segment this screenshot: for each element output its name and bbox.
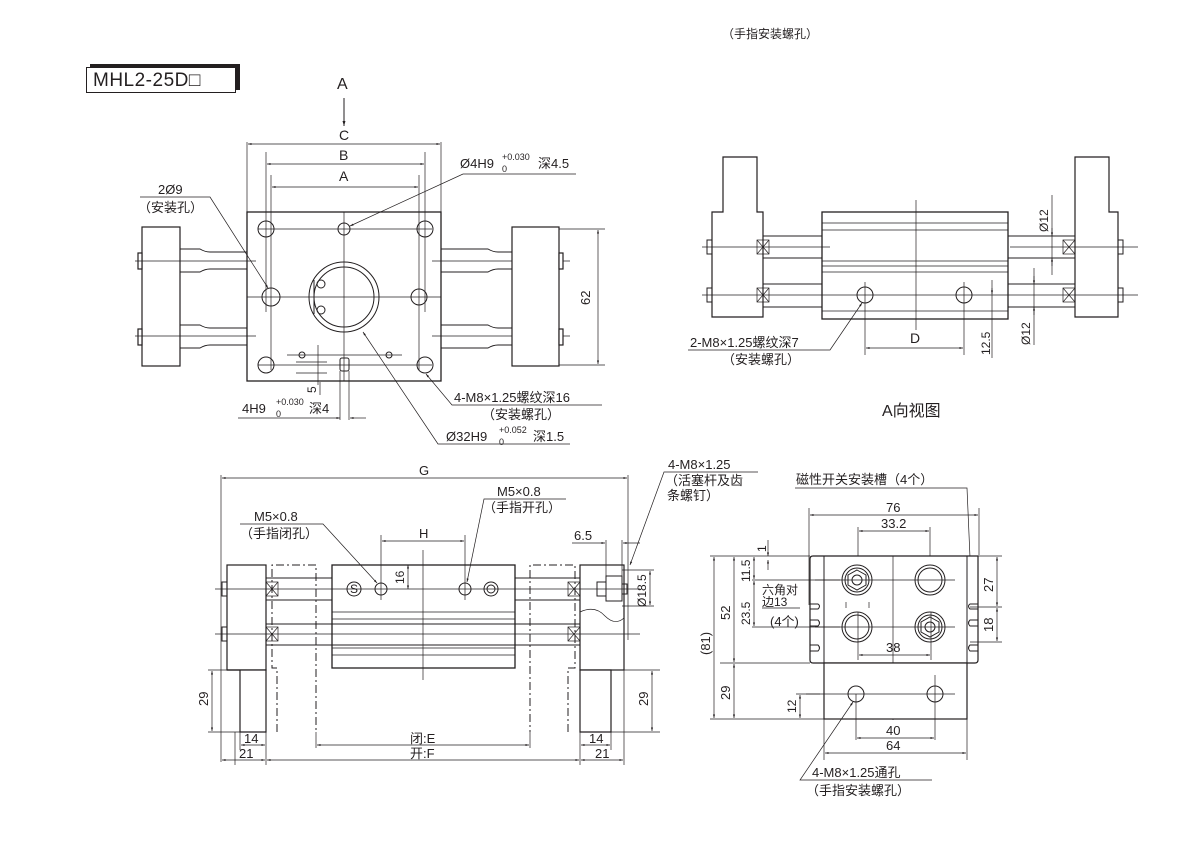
- dim-81: (81): [698, 632, 713, 655]
- dim-14-right: 14: [589, 731, 603, 746]
- port-mark-s: [346, 581, 362, 597]
- callout-phi4-tol-upper: +0.030: [502, 152, 530, 162]
- callout-phi32: Ø32H9: [446, 429, 487, 444]
- callout-open-port-note: （手指开孔）: [483, 500, 561, 515]
- dim-G: G: [419, 463, 429, 478]
- dim-38: 38: [886, 640, 900, 655]
- dim-33-2: 33.2: [881, 516, 906, 531]
- dim-H: H: [419, 526, 428, 541]
- dim-21-left: 21: [239, 746, 253, 761]
- callout-4h9-tol-lower: 0: [276, 409, 281, 419]
- callout-2phi9-note: （安装孔）: [138, 200, 203, 215]
- dim-phi18-5: Ø18.5: [635, 574, 649, 607]
- callout-m8-7-note: （安装螺孔）: [722, 352, 800, 367]
- callout-switch-slot: 磁性开关安装槽（4个）: [796, 472, 933, 487]
- top-view: A C B A: [135, 76, 605, 447]
- callout-phi4-tol-lower: 0: [502, 164, 507, 174]
- dim-62: 62: [578, 291, 593, 305]
- callout-close-port-note: （手指闭孔）: [240, 526, 318, 541]
- port-mark-o: [483, 581, 499, 597]
- view-arrow-label: A: [337, 76, 348, 93]
- callout-phi32-tol-lower: 0: [499, 437, 504, 447]
- callout-m8-16: 4-M8×1.25螺纹深16: [454, 390, 570, 405]
- dim-76: 76: [886, 500, 900, 515]
- dim-52: 52: [718, 606, 733, 620]
- dim-D: D: [910, 330, 920, 346]
- dim-16: 16: [393, 570, 407, 584]
- dim-C: C: [339, 127, 349, 143]
- dim-29: 29: [718, 686, 733, 700]
- callout-rod-note-1: （活塞杆及齿: [665, 473, 743, 488]
- callout-4h9: 4H9: [242, 401, 266, 416]
- callout-rod: 4-M8×1.25: [668, 457, 731, 472]
- side-view: 磁性开关安装槽（4个） 76 33.2: [698, 472, 1002, 798]
- a-view-title: A向视图: [882, 402, 941, 420]
- dim-29-right: 29: [636, 692, 651, 706]
- dim-6-5: 6.5: [574, 528, 592, 543]
- callout-phi32-tol-upper: +0.052: [499, 425, 527, 435]
- callout-phi4: Ø4H9: [460, 156, 494, 171]
- callout-phi32-depth: 深1.5: [533, 429, 564, 444]
- dim-phi12-bottom: Ø12: [1019, 322, 1033, 345]
- callout-4h9-depth: 深4: [309, 401, 329, 416]
- callout-open-port: M5×0.8: [497, 484, 541, 499]
- port-mark-s-label: S: [350, 582, 358, 596]
- dim-B: B: [339, 147, 348, 163]
- dim-closed: 闭:E: [410, 731, 436, 746]
- dim-1: 1: [755, 545, 769, 552]
- dim-A: A: [339, 168, 349, 184]
- dim-40: 40: [886, 723, 900, 738]
- hex-note-2: 边13: [762, 595, 788, 609]
- callout-finger-holes-note: （手指安装螺孔）: [806, 783, 910, 798]
- model-label: MHL2-25D□: [86, 67, 236, 93]
- callout-m8-7: 2-M8×1.25螺纹深7: [690, 335, 799, 350]
- dim-phi12-top: Ø12: [1037, 209, 1051, 232]
- a-view: D 12.5 Ø12 Ø12 2-M8×1.25螺纹深7 （安装螺孔） A向视图: [688, 156, 1138, 420]
- dim-29-left: 29: [196, 692, 211, 706]
- callout-close-port: M5×0.8: [254, 509, 298, 524]
- callout-finger-holes: 4-M8×1.25通孔: [812, 765, 901, 780]
- top-note: （手指安装螺孔）: [722, 26, 818, 41]
- dim-12-5: 12.5: [979, 331, 993, 355]
- dim-27: 27: [981, 578, 996, 592]
- front-view: G: [196, 457, 758, 765]
- dim-5: 5: [305, 386, 319, 393]
- dim-11-5: 11.5: [739, 559, 753, 582]
- dim-23-5: 23.5: [739, 601, 753, 625]
- callout-2phi9: 2Ø9: [158, 182, 183, 197]
- dim-open: 开:F: [410, 746, 435, 761]
- callout-phi4-depth: 深4.5: [538, 156, 569, 171]
- dim-21-right: 21: [595, 746, 609, 761]
- dim-14-left: 14: [244, 731, 258, 746]
- callout-4h9-tol-upper: +0.030: [276, 397, 304, 407]
- callout-rod-note-2: 条螺钉）: [667, 488, 719, 503]
- dim-12: 12: [785, 699, 799, 713]
- dim-18: 18: [981, 618, 996, 632]
- hex-note-1: 六角对: [762, 583, 798, 597]
- hex-note-count: (4个): [770, 614, 799, 629]
- callout-m8-16-note: （安装螺孔）: [482, 407, 560, 422]
- dim-64: 64: [886, 738, 900, 753]
